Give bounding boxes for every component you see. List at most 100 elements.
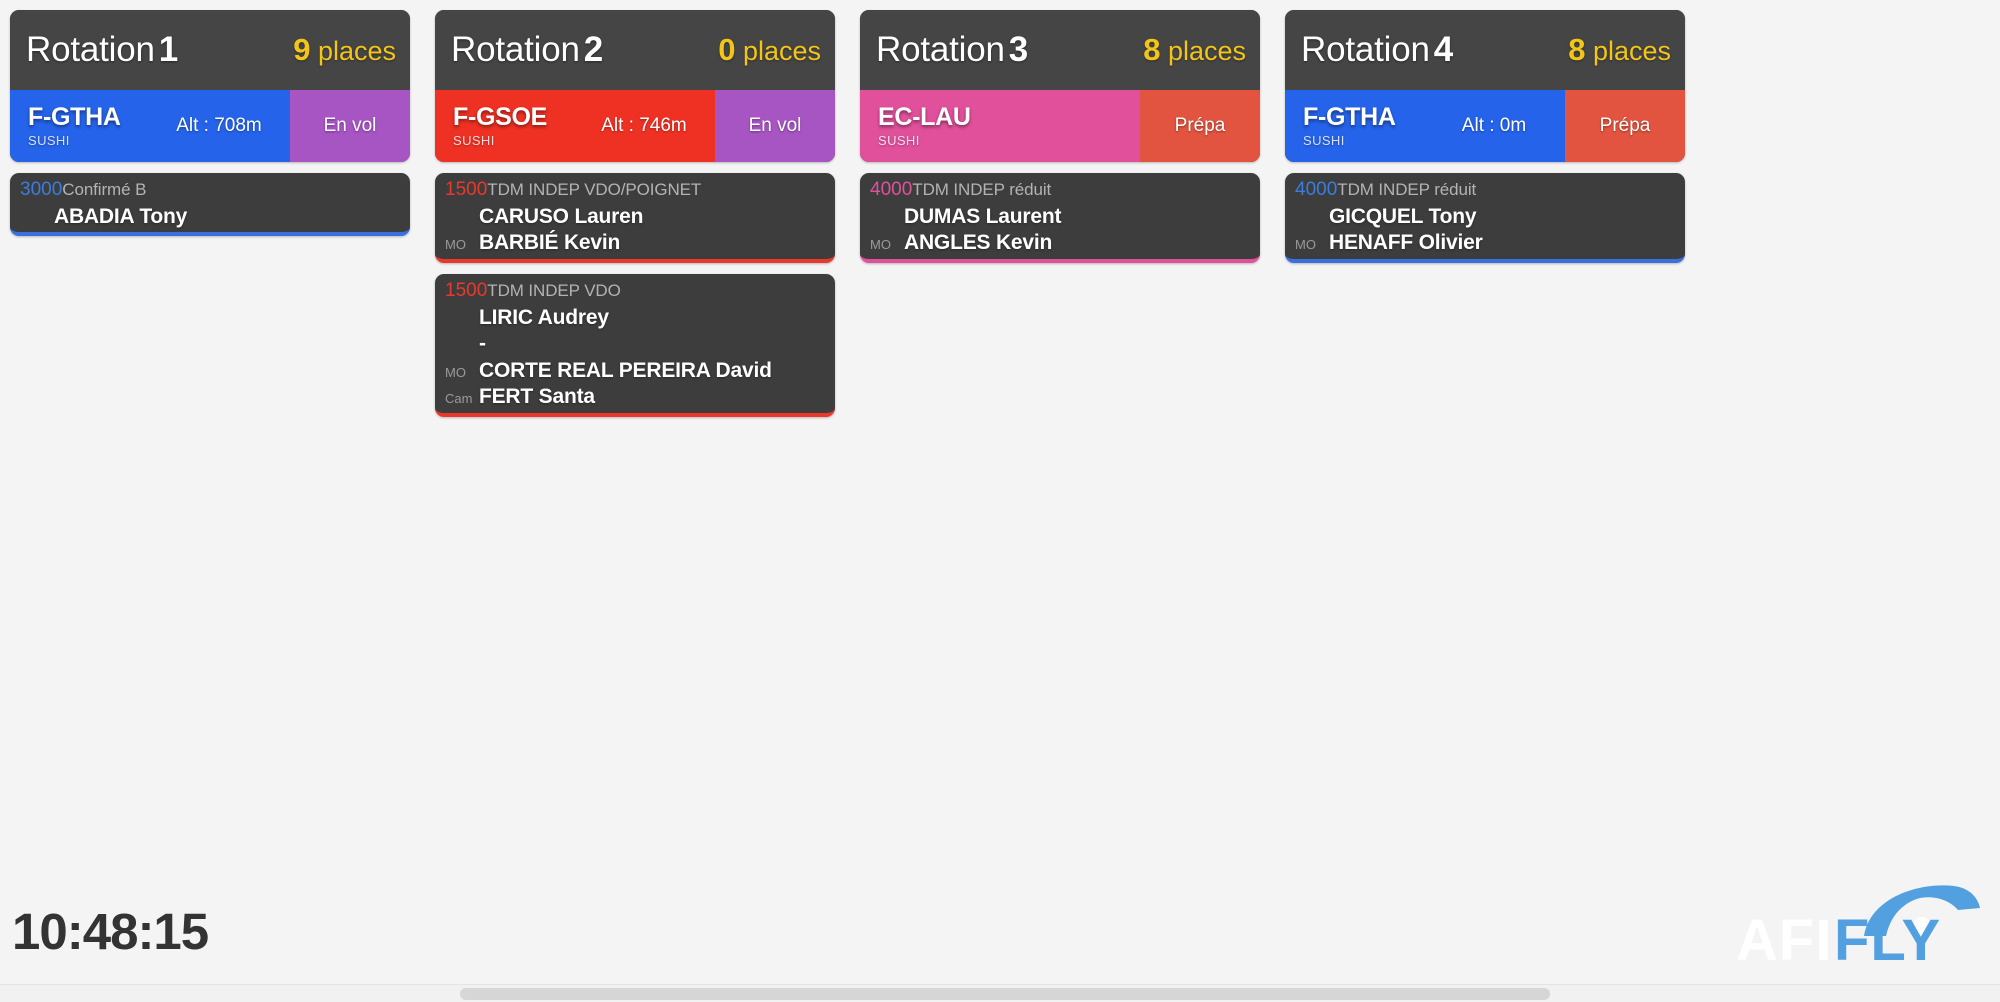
rotation-places-count: 8 xyxy=(1143,32,1161,67)
horizontal-scrollbar[interactable] xyxy=(0,984,2000,1002)
task-person-row: MO BARBIÉ Kevin xyxy=(445,231,825,255)
person-name: CORTE REAL PEREIRA David xyxy=(479,358,772,382)
person-name: ANGLES Kevin xyxy=(904,231,1053,255)
task-header: 1500TDM INDEP VDO/POIGNET xyxy=(445,179,825,202)
aircraft-status-badge: Prépa xyxy=(1140,90,1260,162)
person-name: BARBIÉ Kevin xyxy=(479,231,621,255)
task-person-row: - xyxy=(445,332,825,356)
person-name: FERT Santa xyxy=(479,385,595,409)
task-person-row: MO CORTE REAL PEREIRA David xyxy=(445,359,825,383)
task-person-row: LIRIC Audrey xyxy=(445,306,825,330)
rotation-places: 0 places xyxy=(718,32,821,68)
rotation-places-label: places xyxy=(1167,36,1246,66)
rotation-places-label: places xyxy=(1592,36,1671,66)
task-header: 4000TDM INDEP réduit xyxy=(870,179,1250,202)
task-altitude: 4000 xyxy=(870,179,913,200)
aircraft-registration: F-GTHA xyxy=(28,103,121,132)
task-person-row: DUMAS Laurent xyxy=(870,205,1250,229)
rotation-places-label: places xyxy=(317,36,396,66)
rotation-places-count: 0 xyxy=(718,32,736,67)
task-header: 4000TDM INDEP réduit xyxy=(1295,179,1675,202)
rotation-places: 9 places xyxy=(293,32,396,68)
task-header: 1500TDM INDEP VDO xyxy=(445,280,825,303)
person-name: GICQUEL Tony xyxy=(1329,204,1477,228)
rotation-number: 2 xyxy=(583,30,604,69)
afifly-logo: AFI FLY xyxy=(1722,878,1982,974)
aircraft-operator: SUSHI xyxy=(878,132,920,148)
aircraft-status-badge: Prépa xyxy=(1565,90,1685,162)
rotation-places-count: 8 xyxy=(1568,32,1586,67)
task-header: 3000Confirmé B xyxy=(20,179,400,202)
logo-text-afi: AFI xyxy=(1736,908,1832,973)
person-name: ABADIA Tony xyxy=(54,204,188,228)
pilot-dot-icon xyxy=(1913,917,1931,935)
person-role-label: MO xyxy=(445,364,466,380)
horizontal-scrollbar-thumb[interactable] xyxy=(460,988,1550,1000)
task-type: Confirmé B xyxy=(62,180,147,199)
aircraft-status-badge: En vol xyxy=(290,90,410,162)
person-name: CARUSO Lauren xyxy=(479,204,644,228)
rotation-places-count: 9 xyxy=(293,32,311,67)
person-role-label: Cam xyxy=(445,391,473,407)
clock-display: 10:48:15 xyxy=(12,903,209,960)
rotation-title-label: Rotation xyxy=(1301,30,1430,69)
task-card[interactable]: 1500TDM INDEP VDO LIRIC Audrey- MO CORTE RE… xyxy=(435,273,835,417)
task-type: TDM INDEP réduit xyxy=(1337,180,1477,199)
aircraft-operator: SUSHI xyxy=(28,132,70,148)
task-type: TDM INDEP VDO/POIGNET xyxy=(487,180,702,199)
task-type: TDM INDEP VDO xyxy=(487,280,621,300)
rotation-places-label: places xyxy=(742,36,821,66)
aircraft-registration: EC-LAU xyxy=(878,103,971,132)
person-name: HENAFF Olivier xyxy=(1329,231,1483,255)
rotation-title-label: Rotation xyxy=(876,30,1005,69)
aircraft-altitude: Alt : 0m xyxy=(1461,115,1527,136)
logo-text-fly: FLY xyxy=(1834,908,1941,973)
task-person-row: Cam FERT Santa xyxy=(445,385,825,409)
task-altitude: 1500 xyxy=(445,179,488,200)
task-altitude: 4000 xyxy=(1295,179,1338,200)
rotation-title-label: Rotation xyxy=(26,30,155,69)
task-person-row: GICQUEL Tony xyxy=(1295,205,1675,229)
rotation-number: 4 xyxy=(1433,30,1454,69)
task-person-row: CARUSO Lauren xyxy=(445,205,825,229)
aircraft-altitude: Alt : 746m xyxy=(601,115,687,136)
person-role-label: MO xyxy=(445,237,466,253)
aircraft-registration: F-GSOE xyxy=(453,103,548,132)
aircraft-operator: SUSHI xyxy=(453,132,495,148)
rotation-places: 8 places xyxy=(1568,32,1671,68)
rotation-title-label: Rotation xyxy=(451,30,580,69)
